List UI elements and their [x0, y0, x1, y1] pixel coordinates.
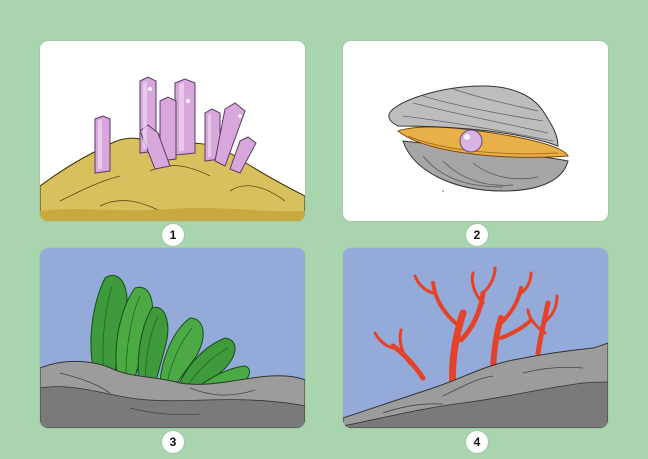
- oyster-with-pearl-icon: [388, 85, 569, 192]
- panel-oyster: [343, 41, 608, 221]
- panel-number-badge: 3: [162, 431, 184, 453]
- panel-number-badge: 1: [162, 224, 184, 246]
- red-coral-on-rocks-icon: [343, 248, 608, 428]
- panel-coral: [343, 248, 608, 428]
- panel-number-badge: 2: [466, 224, 488, 246]
- seaweed-on-rocks-icon: [40, 248, 305, 428]
- crystals-on-sand-icon: [40, 76, 305, 221]
- panel-number-badge: 4: [466, 431, 488, 453]
- panel-crystals: [40, 41, 305, 221]
- panel-seaweed: [40, 248, 305, 428]
